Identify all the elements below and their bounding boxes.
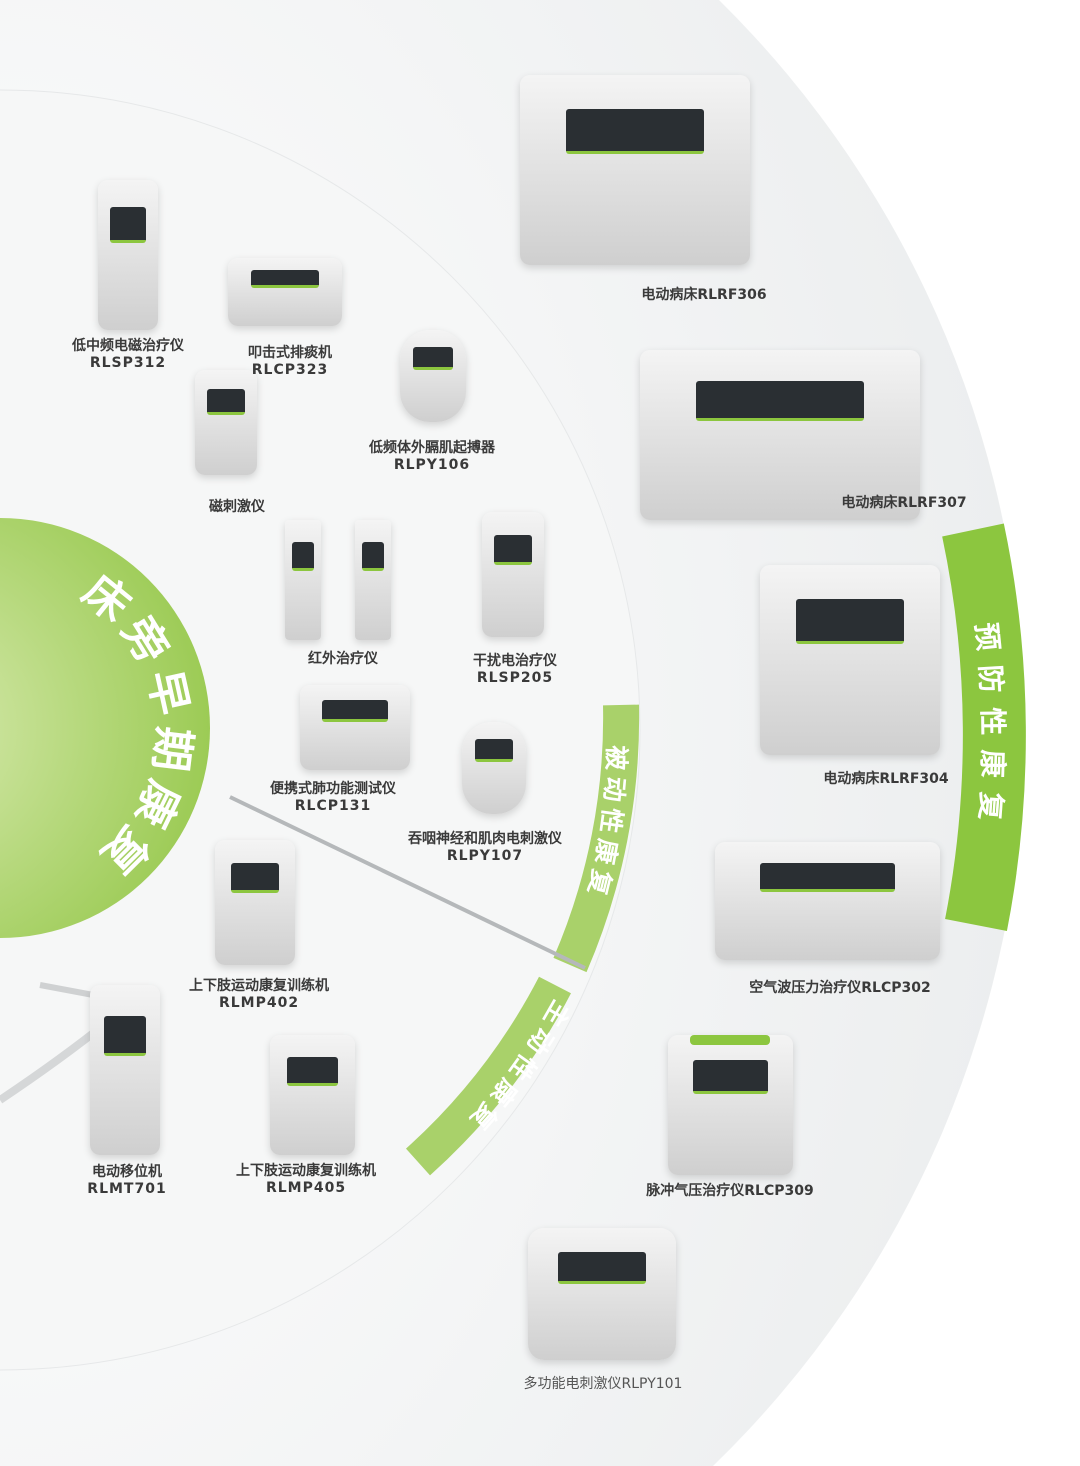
device-image-rlcp302 bbox=[715, 842, 940, 960]
product-label: 红外治疗仪 bbox=[308, 651, 378, 667]
device-image-rlcp131 bbox=[300, 685, 410, 770]
device-image-rlmt701 bbox=[90, 985, 160, 1155]
divider-line bbox=[229, 795, 586, 970]
device-image-infrared-1 bbox=[285, 520, 321, 640]
device-image-rlmp402 bbox=[215, 840, 295, 965]
device-image-rlpy107 bbox=[462, 722, 526, 814]
prevention-band bbox=[942, 523, 1026, 932]
device-image-rlcp323 bbox=[228, 258, 342, 326]
device-image-rlsp205 bbox=[482, 512, 544, 637]
handle-accent bbox=[690, 1035, 770, 1045]
device-image-rlrf306 bbox=[520, 75, 750, 265]
device-image-rlcp309 bbox=[668, 1035, 793, 1175]
center-circle bbox=[0, 518, 210, 938]
device-image-rlsp312 bbox=[98, 180, 158, 330]
product-label: 空气波压力治疗仪RLCP302 bbox=[749, 980, 931, 996]
device-image-rlpy106 bbox=[400, 330, 466, 422]
product-label: 磁刺激仪 bbox=[209, 499, 265, 515]
active-band bbox=[405, 976, 571, 1176]
product-label: 电动病床RLRF306 bbox=[641, 287, 767, 303]
device-image-rlmp405 bbox=[270, 1035, 355, 1155]
product-label: 脉冲气压治疗仪RLCP309 bbox=[646, 1183, 814, 1199]
device-image-rlrf304 bbox=[760, 565, 940, 755]
device-image-rlrf307 bbox=[640, 350, 920, 520]
product-label: 电动病床RLRF304 bbox=[823, 771, 949, 787]
passive-band bbox=[553, 704, 640, 973]
device-image-magnetic bbox=[195, 370, 257, 475]
device-image-rlpy101 bbox=[528, 1228, 676, 1360]
product-label: 电动病床RLRF307 bbox=[841, 495, 967, 511]
product-label: 多功能电刺激仪RLPY101 bbox=[523, 1376, 683, 1392]
device-image-infrared-2 bbox=[355, 520, 391, 640]
